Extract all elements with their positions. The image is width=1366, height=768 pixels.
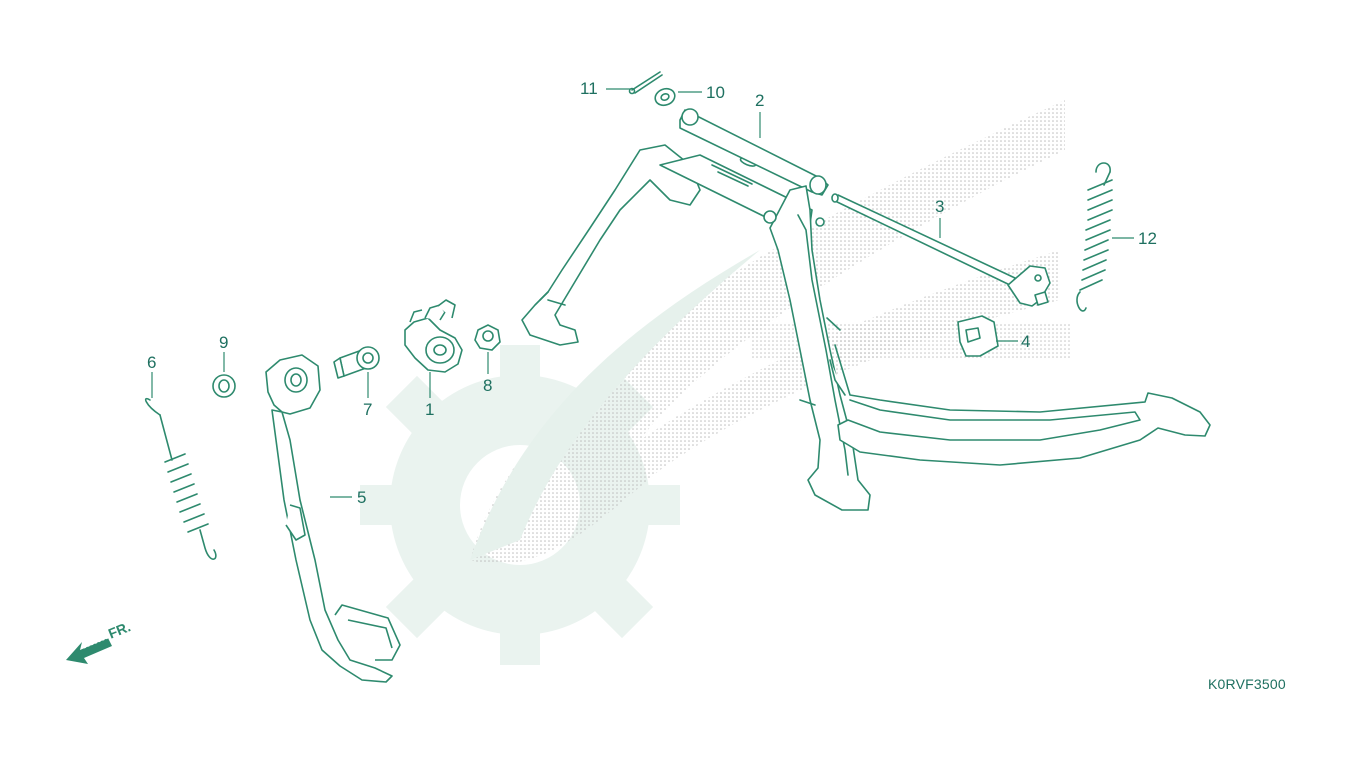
callout-2: 2 [755,91,765,110]
callout-12: 12 [1138,229,1157,248]
part-9-collar [212,374,236,398]
leader-lines [151,88,1134,498]
callout-7: 7 [363,400,373,419]
callout-8: 8 [483,376,493,395]
part-7-bolt [333,346,380,379]
callout-11: 11 [580,79,598,98]
part-8-nut [474,324,501,351]
callout-6: 6 [147,353,157,372]
callout-9: 9 [219,333,229,352]
part-5-side-stand [265,354,401,683]
callout-4: 4 [1021,332,1031,351]
part-10-washer [654,87,676,107]
part-2-main-stand [521,108,1211,511]
front-direction-arrow-icon [66,637,112,664]
part-1-bracket [404,299,463,373]
part-6-spring [144,397,217,560]
callout-3: 3 [935,197,945,216]
callout-5: 5 [357,488,367,507]
part-4-block [957,315,999,357]
part-12-spring [1076,162,1113,312]
drawing-code: K0RVF3500 [1208,676,1286,692]
callout-10: 10 [706,83,725,102]
part-3-shaft [831,193,1051,307]
callout-1: 1 [425,400,435,419]
part-11-pin [628,71,663,95]
